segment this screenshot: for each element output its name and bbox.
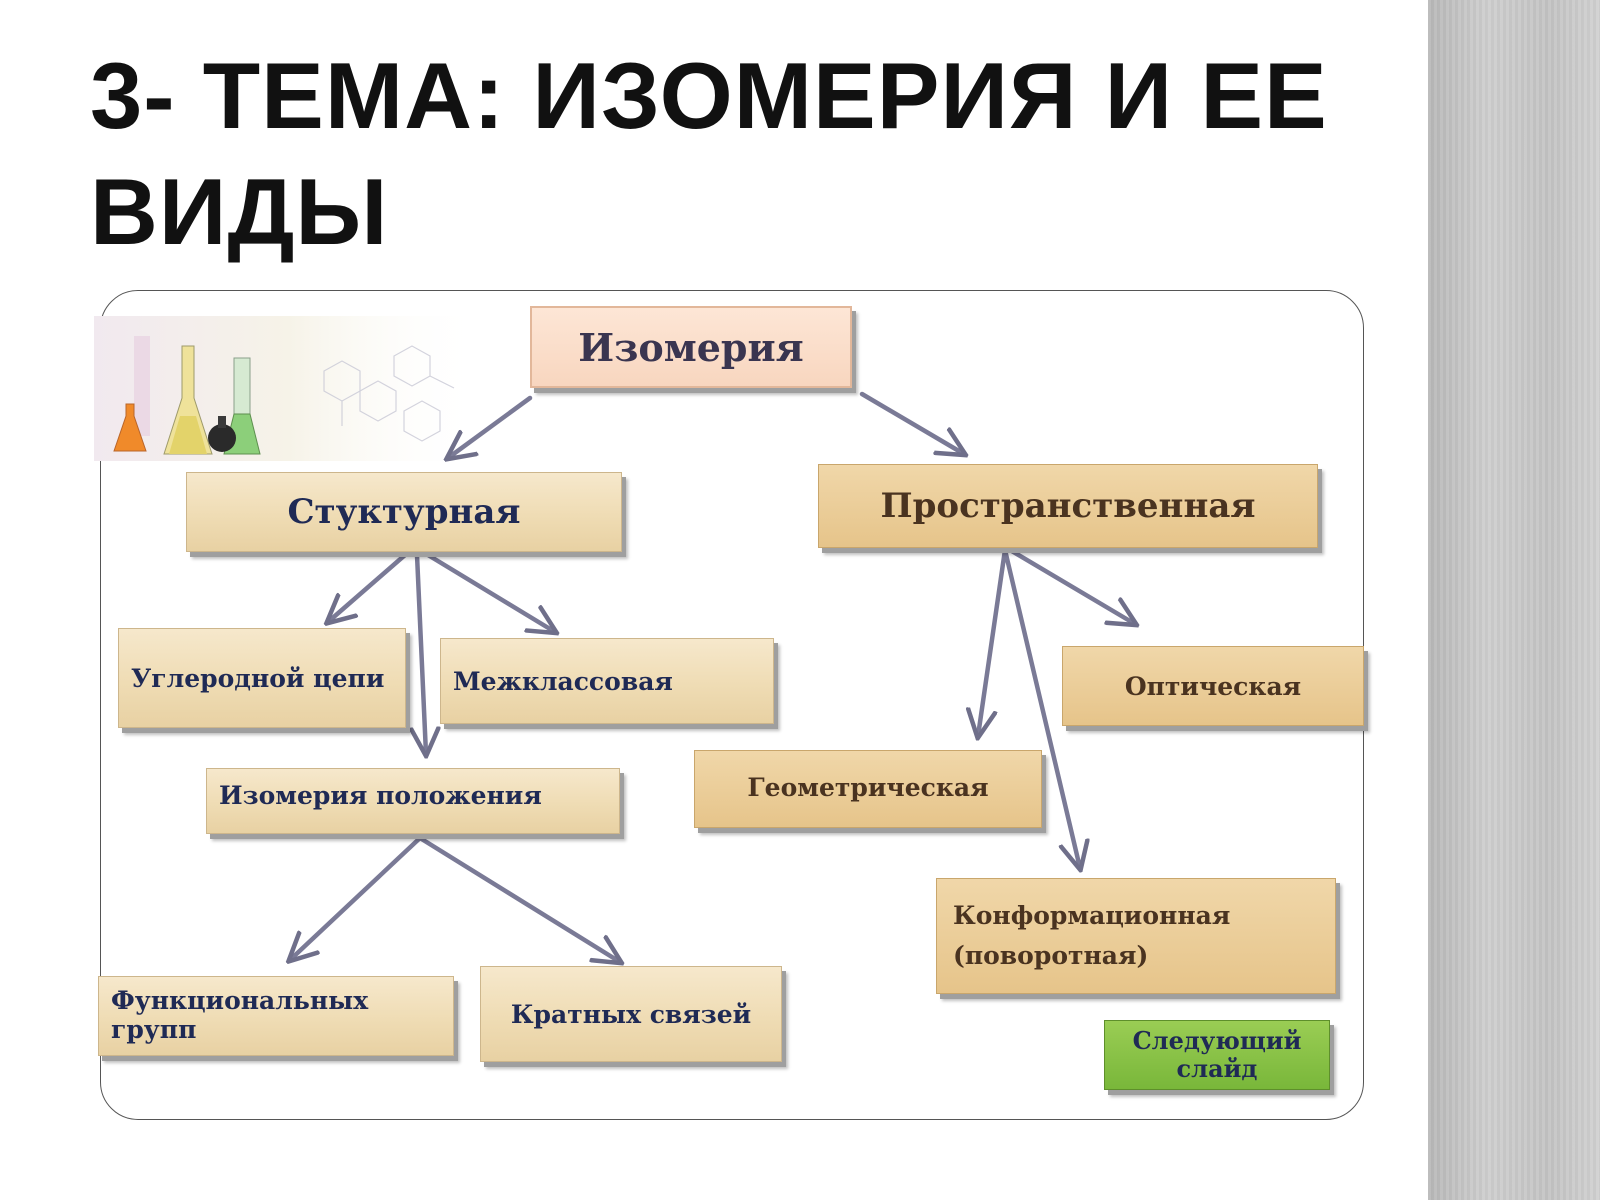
node-interclass: Межклассовая <box>440 638 774 724</box>
side-decor-strip <box>1428 0 1600 1200</box>
node-functional-groups: Функциональных групп <box>98 976 454 1056</box>
node-conformational: Конформационная (поворотная) <box>936 878 1336 994</box>
node-geometric: Геометрическая <box>694 750 1042 828</box>
node-spatial: Пространственная <box>818 464 1318 548</box>
node-position-isomerism: Изомерия положения <box>206 768 620 834</box>
next-slide-button[interactable]: Следующий слайд <box>1104 1020 1330 1090</box>
lab-flasks-image <box>94 316 484 461</box>
node-structural: Стуктурная <box>186 472 622 552</box>
node-isomerism: Изомерия <box>530 306 852 388</box>
node-optical: Оптическая <box>1062 646 1364 726</box>
node-carbon-chain: Углеродной цепи <box>118 628 406 728</box>
node-multiple-bonds: Кратных связей <box>480 966 782 1062</box>
slide-title: 3- Тема: Изомерия и ее виды <box>90 43 1328 264</box>
